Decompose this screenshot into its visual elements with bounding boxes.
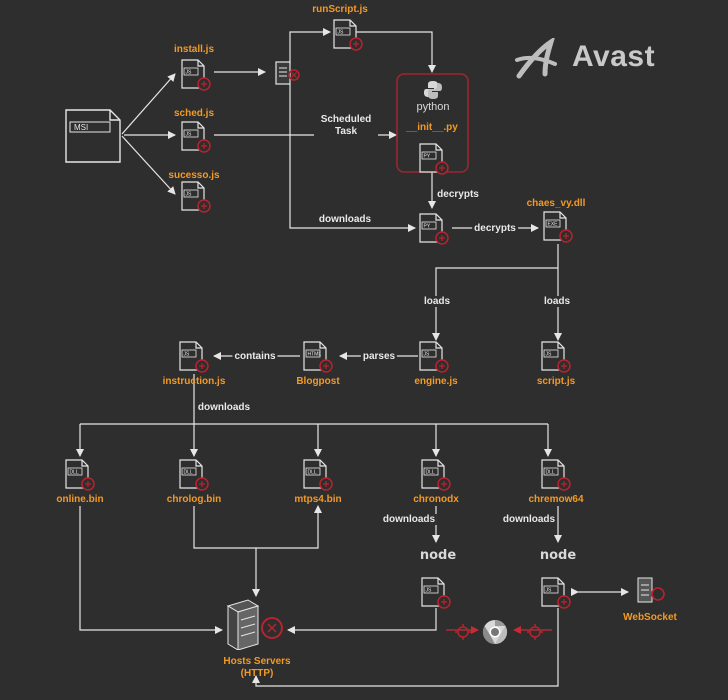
file-icon: JS [179, 341, 209, 373]
file-label-instruction: instruction.js [162, 376, 226, 387]
file-icon: PY [419, 143, 449, 175]
file-label-mtps4: mtps4.bin [294, 494, 342, 505]
edge-label-loads: loads [541, 296, 573, 307]
file-type-badge: DLL [70, 470, 79, 476]
file-type-badge: HTML [308, 352, 322, 358]
file-icon: JS [181, 181, 211, 213]
file-icon: EXE [543, 211, 573, 243]
file-type-badge: EXE [548, 222, 559, 228]
file-type-badge: PY [424, 154, 431, 160]
file-type-badge: DLL [184, 470, 193, 476]
file-type-badge: DLL [546, 470, 555, 476]
file-icon: DLL [179, 459, 209, 491]
file-label-engine: engine.js [414, 376, 458, 387]
edge-label-scheduled-task: Scheduled Task [314, 114, 378, 138]
file-icon: JS [333, 19, 363, 51]
msi-badge: MSI [74, 123, 88, 132]
edge-label-downloads: downloads [380, 514, 438, 525]
file-type-badge: PY [424, 224, 431, 230]
file-icon: DLL [421, 459, 451, 491]
file-label-chaes-dll: chaes_vy.dll [526, 198, 586, 209]
file-type-badge: JS [546, 352, 553, 358]
file-type-badge: JS [186, 132, 193, 138]
edge-label-decrypts: decrypts [472, 223, 518, 234]
file-type-badge: JS [546, 588, 553, 594]
node-logo-text: node [419, 548, 457, 563]
avast-logo-icon [515, 38, 557, 79]
edge-label-loads: loads [421, 296, 453, 307]
file-label-chronodx: chronodx [413, 494, 459, 505]
file-label-sucesso: sucesso.js [168, 170, 220, 181]
edge-label-downloads: downloads [316, 214, 374, 225]
file-icon: DLL [303, 459, 333, 491]
file-icon: JS [541, 577, 571, 609]
file-type-badge: JS [426, 588, 433, 594]
file-type-badge: JS [338, 30, 345, 36]
file-icon: DLL [541, 459, 571, 491]
file-icon: HTML [303, 341, 333, 373]
file-label-websocket: WebSocket [623, 612, 677, 623]
file-type-badge: DLL [426, 470, 435, 476]
file-label-runscript: runScript.js [312, 4, 368, 15]
edge-label-downloads: downloads [500, 514, 558, 525]
edge-label-contains: contains [232, 351, 278, 362]
file-label-init-py: __init__.py [406, 122, 458, 133]
virus-icon [527, 624, 543, 640]
file-icon: JS [421, 577, 451, 609]
websocket-server-icon [637, 577, 665, 603]
file-type-badge: JS [184, 352, 191, 358]
file-type-badge: DLL [308, 470, 317, 476]
file-type-badge: JS [186, 192, 193, 198]
edge-label-parses: parses [360, 351, 398, 362]
file-label-chremow: chremow64 [528, 494, 584, 505]
hosts-server-icon [226, 599, 283, 650]
python-logo-icon [424, 81, 442, 99]
file-label-chrolog: chrolog.bin [166, 494, 222, 505]
file-label-install: install.js [173, 44, 215, 55]
file-label-sched: sched.js [173, 108, 215, 119]
terminal-icon [275, 61, 300, 85]
file-icon: JS [541, 341, 571, 373]
msi-package: MSI [64, 108, 124, 169]
file-icon: JS [181, 59, 211, 91]
file-label-blogpost: Blogpost [296, 376, 340, 387]
file-type-badge: JS [424, 352, 431, 358]
file-icon: PY [419, 213, 449, 245]
python-logo-text: python [416, 101, 450, 113]
file-label-online: online.bin [56, 494, 104, 505]
file-icon: JS [181, 121, 211, 153]
edge-label-downloads: downloads [195, 402, 253, 413]
file-icon: JS [419, 341, 449, 373]
file-icon: DLL [65, 459, 95, 491]
file-label-hosts: Hosts Servers (HTTP) [223, 656, 291, 679]
chrome-icon [482, 620, 508, 644]
file-label-script: script.js [536, 376, 576, 387]
brand-name: Avast [572, 40, 656, 73]
edge-label-decrypts: decrypts [435, 189, 481, 200]
virus-icon [455, 624, 471, 640]
node-logo-text: node [539, 548, 577, 563]
file-type-badge: JS [186, 70, 193, 76]
